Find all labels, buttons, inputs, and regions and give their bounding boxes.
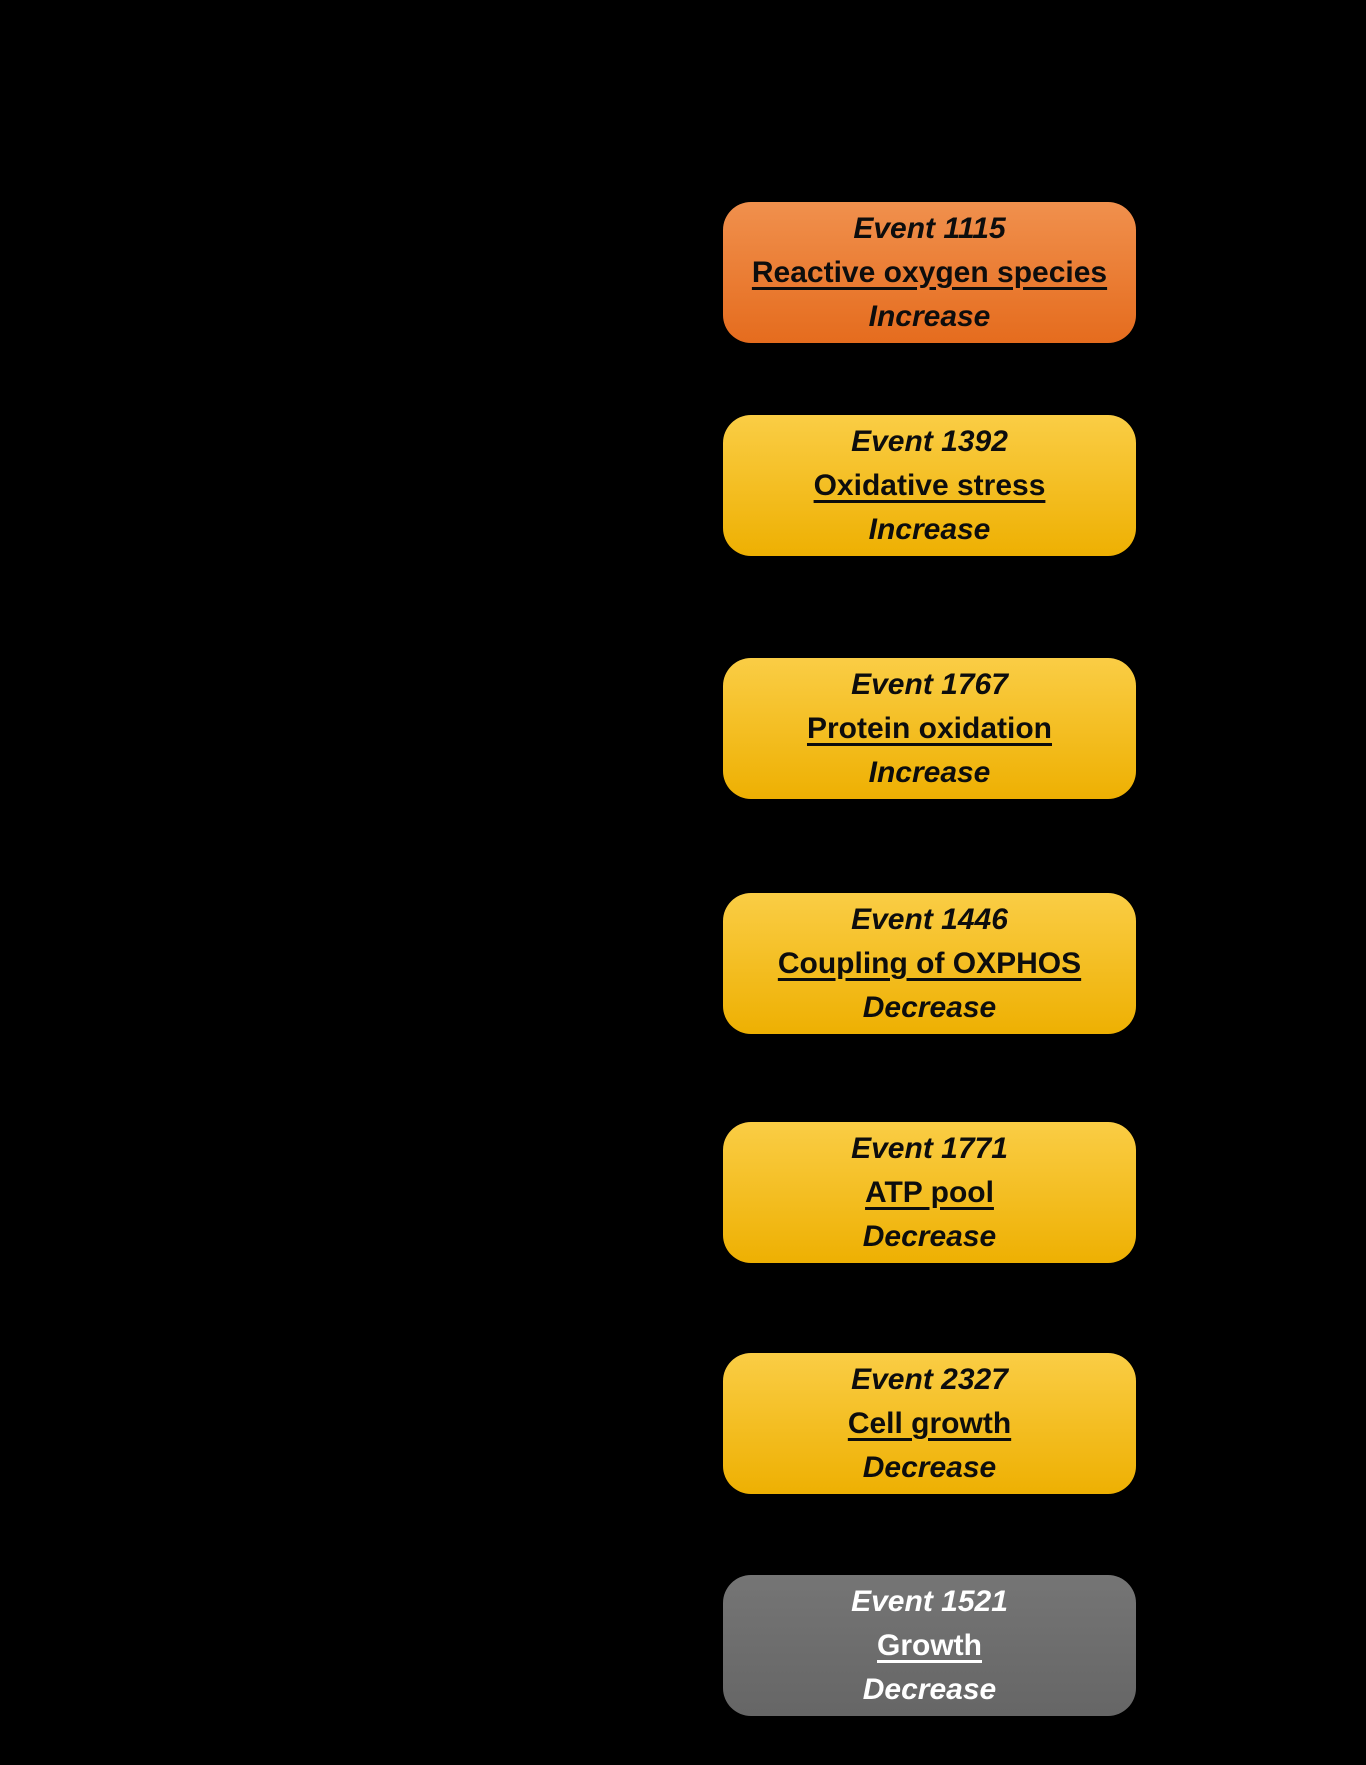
event-direction: Decrease bbox=[862, 990, 997, 1024]
event-box-1521: Event 1521 Growth Decrease bbox=[723, 1575, 1136, 1716]
event-direction: Increase bbox=[868, 299, 991, 333]
event-name: Cell growth bbox=[847, 1406, 1012, 1440]
event-direction: Increase bbox=[868, 512, 991, 546]
event-box-1115: Event 1115 Reactive oxygen species Incre… bbox=[723, 202, 1136, 343]
event-box-1446: Event 1446 Coupling of OXPHOS Decrease bbox=[723, 893, 1136, 1034]
event-id: Event 2327 bbox=[851, 1362, 1008, 1396]
event-box-2327: Event 2327 Cell growth Decrease bbox=[723, 1353, 1136, 1494]
event-box-1771: Event 1771 ATP pool Decrease bbox=[723, 1122, 1136, 1263]
event-name: Growth bbox=[877, 1628, 982, 1662]
event-name: Protein oxidation bbox=[806, 711, 1052, 745]
event-id: Event 1115 bbox=[853, 211, 1006, 245]
event-direction: Decrease bbox=[862, 1672, 997, 1706]
event-box-1392: Event 1392 Oxidative stress Increase bbox=[723, 415, 1136, 556]
event-name: ATP pool bbox=[865, 1175, 994, 1209]
event-id: Event 1392 bbox=[851, 424, 1008, 458]
event-name: Reactive oxygen species bbox=[751, 255, 1108, 289]
event-id: Event 1446 bbox=[851, 902, 1008, 936]
event-name: Coupling of OXPHOS bbox=[777, 946, 1082, 980]
event-id: Event 1521 bbox=[851, 1584, 1008, 1618]
event-id: Event 1767 bbox=[851, 667, 1008, 701]
event-direction: Decrease bbox=[862, 1219, 997, 1253]
event-name: Oxidative stress bbox=[813, 468, 1046, 502]
event-id: Event 1771 bbox=[851, 1131, 1008, 1165]
event-direction: Decrease bbox=[862, 1450, 997, 1484]
event-direction: Increase bbox=[868, 755, 991, 789]
event-box-1767: Event 1767 Protein oxidation Increase bbox=[723, 658, 1136, 799]
